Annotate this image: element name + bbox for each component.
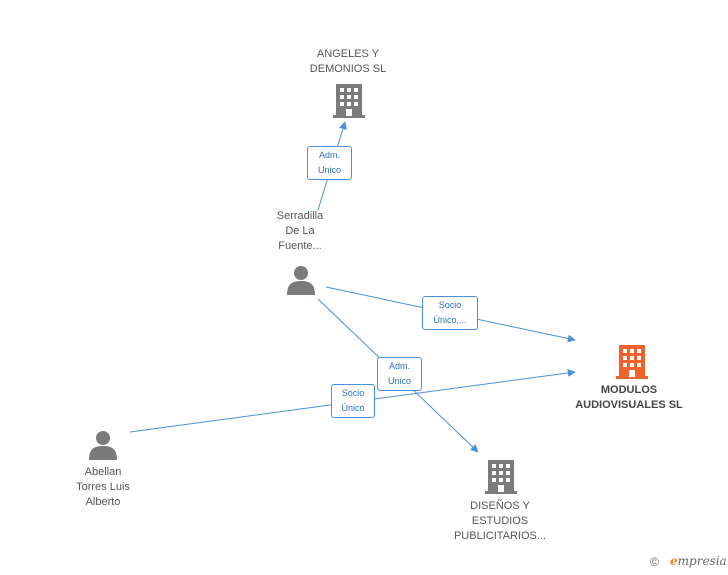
node-label-angeles[interactable]: ANGELES Y DEMONIOS SL	[309, 48, 387, 75]
person-icon[interactable]	[89, 430, 117, 460]
copyright-symbol: ©	[650, 555, 659, 569]
edge-label-socio-unico[interactable]: Socio Único	[331, 384, 375, 418]
edge-label-socio-unico[interactable]: Socio Único,...	[422, 296, 478, 330]
node-label-abellan[interactable]: Abellan Torres Luis Alberto	[76, 466, 130, 508]
brand-initial: e	[670, 554, 678, 568]
building-icon[interactable]	[333, 84, 365, 118]
node-label-modulos[interactable]: MODULOS AUDIOVISUALES SL	[575, 384, 683, 411]
edge-label-adm-unico[interactable]: Adm. Unico	[307, 146, 352, 180]
building-icon-highlighted[interactable]	[616, 345, 648, 379]
edge-label-adm-unico[interactable]: Adm. Unico	[377, 357, 422, 391]
building-icon[interactable]	[485, 460, 517, 494]
empresia-logo[interactable]: empresia	[670, 554, 727, 568]
node-label-disenos[interactable]: DISEÑOS Y ESTUDIOS PUBLICITARIOS...	[453, 500, 547, 542]
brand-rest: mpresia	[677, 554, 727, 568]
person-icon[interactable]	[287, 265, 315, 295]
node-label-serradilla[interactable]: Serradilla De La Fuente...	[276, 210, 324, 252]
